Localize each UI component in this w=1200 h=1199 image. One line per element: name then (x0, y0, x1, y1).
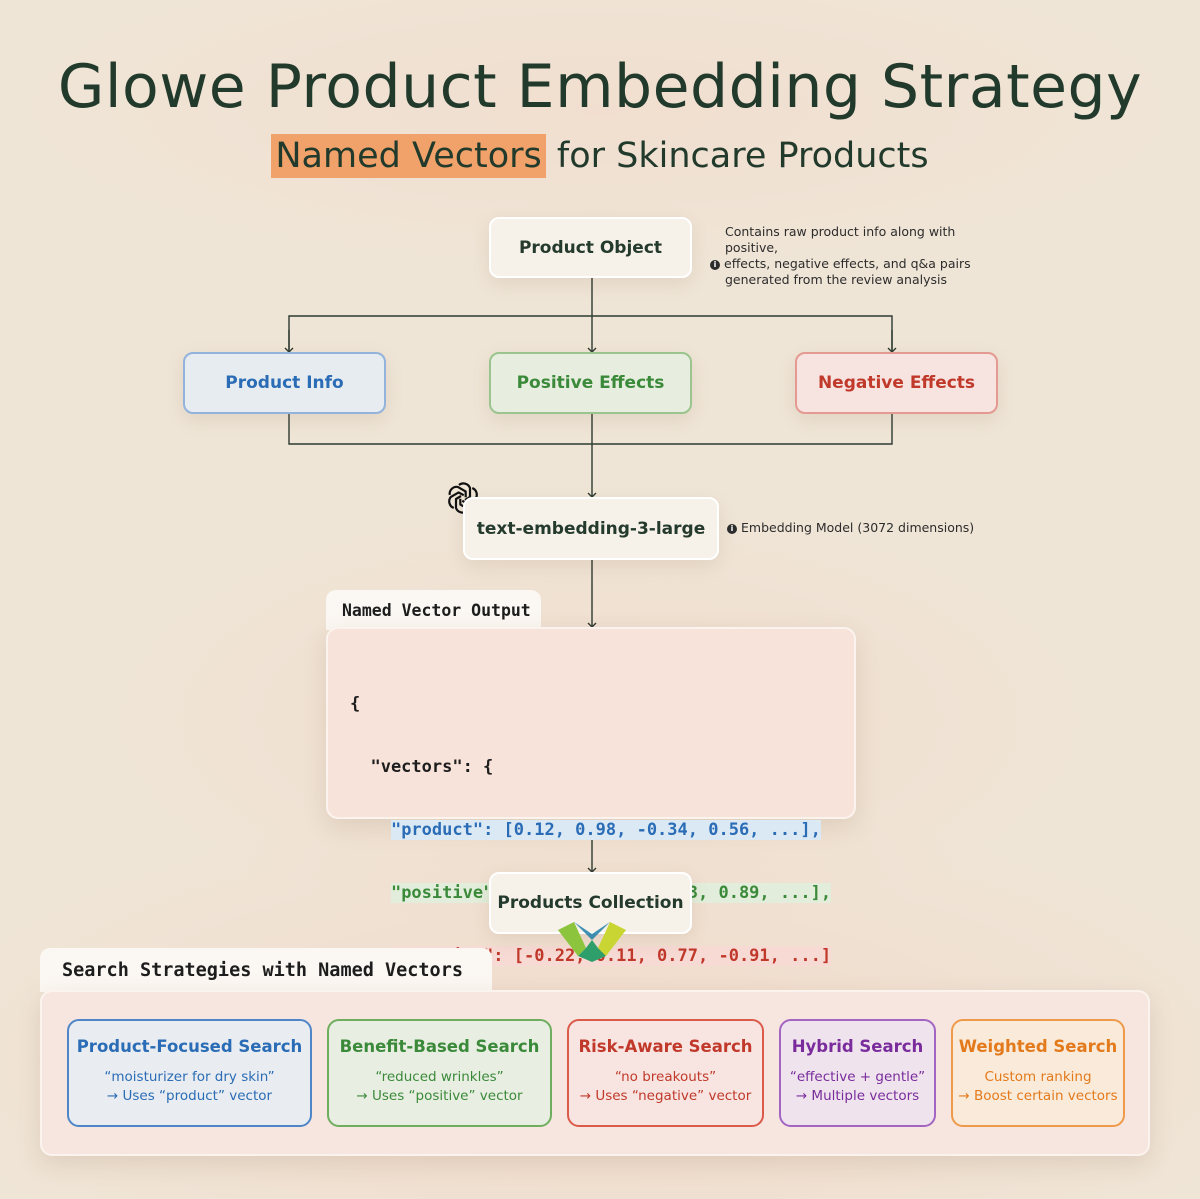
strategy-detail: → Uses “product” vector (106, 1088, 273, 1104)
strategy-example: “reduced wrinkles” (375, 1069, 504, 1085)
weaviate-logo-icon (558, 922, 626, 962)
strategy-example: Custom ranking (984, 1069, 1092, 1085)
product-info-label: Product Info (225, 373, 344, 393)
strategy-detail: → Uses “negative” vector (579, 1088, 752, 1104)
products-collection-label: Products Collection (497, 893, 684, 913)
negative-effects-node: Negative Effects (795, 352, 998, 414)
page-title: Glowe Product Embedding Strategy (57, 52, 1143, 122)
strategy-card-benefit-based: Benefit-Based Search “reduced wrinkles” … (327, 1019, 552, 1127)
subtitle-rest: for Skincare Products (545, 136, 929, 176)
output-tab: Named Vector Output (326, 590, 541, 630)
strategy-card-weighted: Weighted Search Custom ranking → Boost c… (951, 1019, 1125, 1127)
strategy-title: Product-Focused Search (76, 1037, 303, 1056)
product-object-note-line-2-row: i effects, negative effects, and q&a pair… (710, 256, 1010, 272)
info-icon: i (727, 523, 737, 534)
embedding-model-note-text: Embedding Model (3072 dimensions) (741, 520, 975, 535)
strategy-detail: → Boost certain vectors (958, 1088, 1118, 1104)
strategy-title: Benefit-Based Search (339, 1037, 540, 1056)
strategy-detail: → Uses “positive” vector (356, 1088, 523, 1104)
positive-effects-node: Positive Effects (489, 352, 692, 414)
code-line-product: "product": [0.12, 0.98, -0.34, 0.56, ...… (390, 820, 821, 840)
strategies-tab: Search Strategies with Named Vectors (40, 948, 492, 992)
embedding-model-node: text-embedding-3-large (463, 497, 719, 560)
positive-effects-label: Positive Effects (516, 373, 665, 393)
product-object-note-line-2: effects, negative effects, and q&a pairs (724, 256, 971, 271)
embedding-model-note: i Embedding Model (3072 dimensions) (727, 520, 974, 536)
embedding-model-label: text-embedding-3-large (476, 518, 706, 539)
product-object-label: Product Object (518, 237, 663, 258)
code-line-product-row: "product": [0.12, 0.98, -0.34, 0.56, ...… (350, 820, 831, 841)
product-info-node: Product Info (183, 352, 386, 414)
code-line-vectors: "vectors": { (350, 757, 494, 777)
strategy-title: Weighted Search (958, 1037, 1118, 1056)
product-object-note: Contains raw product info along with pos… (710, 224, 1010, 288)
subtitle-highlight: Named Vectors (271, 134, 546, 178)
negative-effects-label: Negative Effects (817, 373, 976, 393)
product-object-note-line-3: generated from the review analysis (725, 272, 948, 287)
strategy-example: “moisturizer for dry skin” (104, 1069, 275, 1085)
strategy-card-hybrid: Hybrid Search “effective + gentle” → Mul… (779, 1019, 936, 1127)
product-object-note-line-1: Contains raw product info along with pos… (725, 224, 956, 255)
strategy-title: Risk-Aware Search (578, 1037, 753, 1056)
code-line-open: { (350, 694, 361, 714)
strategy-example: “effective + gentle” (789, 1069, 926, 1085)
strategies-tab-label: Search Strategies with Named Vectors (62, 959, 463, 981)
strategy-example: “no breakouts” (614, 1069, 717, 1085)
info-icon: i (710, 259, 720, 270)
strategy-card-risk-aware: Risk-Aware Search “no breakouts” → Uses … (567, 1019, 764, 1127)
product-object-node: Product Object (489, 217, 692, 278)
output-panel (326, 627, 856, 819)
page-subtitle: Named Vectors for Skincare Products (0, 134, 1200, 178)
connector-split (288, 315, 893, 350)
strategy-detail: → Multiple vectors (795, 1088, 920, 1104)
output-tab-label: Named Vector Output (342, 600, 531, 620)
strategy-title: Hybrid Search (791, 1037, 924, 1056)
connector-merge (288, 414, 893, 445)
strategy-card-product-focused: Product-Focused Search “moisturizer for … (67, 1019, 312, 1127)
